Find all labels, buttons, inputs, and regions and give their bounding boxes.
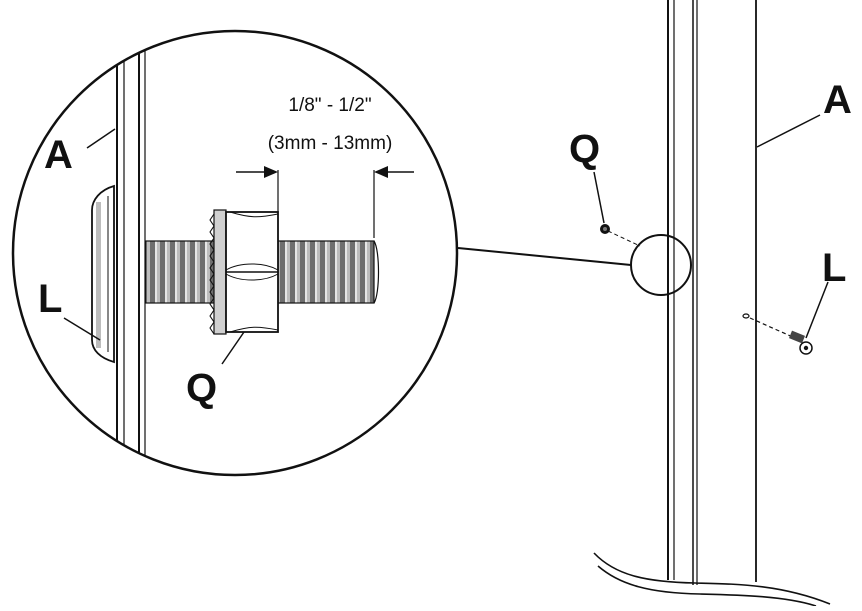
zoom-lock-washer bbox=[209, 209, 227, 335]
zoom-hex-nut bbox=[225, 211, 279, 333]
zoom-leader-lines bbox=[63, 128, 245, 365]
label-screw-zoom: L bbox=[38, 277, 62, 321]
frame-post bbox=[667, 0, 757, 585]
zoom-bolt-thread-left bbox=[145, 240, 217, 304]
dimension-imperial: 1/8" - 1/2" bbox=[288, 95, 371, 116]
label-frame-zoom: A bbox=[44, 133, 73, 177]
label-nut-zoom: Q bbox=[186, 366, 217, 410]
zoom-screw-head bbox=[91, 184, 115, 364]
label-nut-right: Q bbox=[569, 127, 600, 171]
right-leader-lines bbox=[593, 114, 829, 339]
dimension-metric: (3mm - 13mm) bbox=[268, 133, 393, 154]
zoom-dimension bbox=[236, 166, 414, 238]
zoom-detail bbox=[11, 29, 459, 477]
base-curve bbox=[593, 552, 831, 607]
label-frame-right: A bbox=[823, 78, 852, 122]
zoom-frame-wall bbox=[116, 31, 146, 475]
small-screw-l bbox=[742, 313, 813, 355]
label-screw-right: L bbox=[822, 246, 846, 290]
magnifier-callout bbox=[457, 234, 692, 296]
zoom-bolt-thread-right bbox=[277, 240, 375, 304]
zoom-circle-border bbox=[11, 29, 459, 477]
small-nut-q bbox=[600, 224, 641, 247]
